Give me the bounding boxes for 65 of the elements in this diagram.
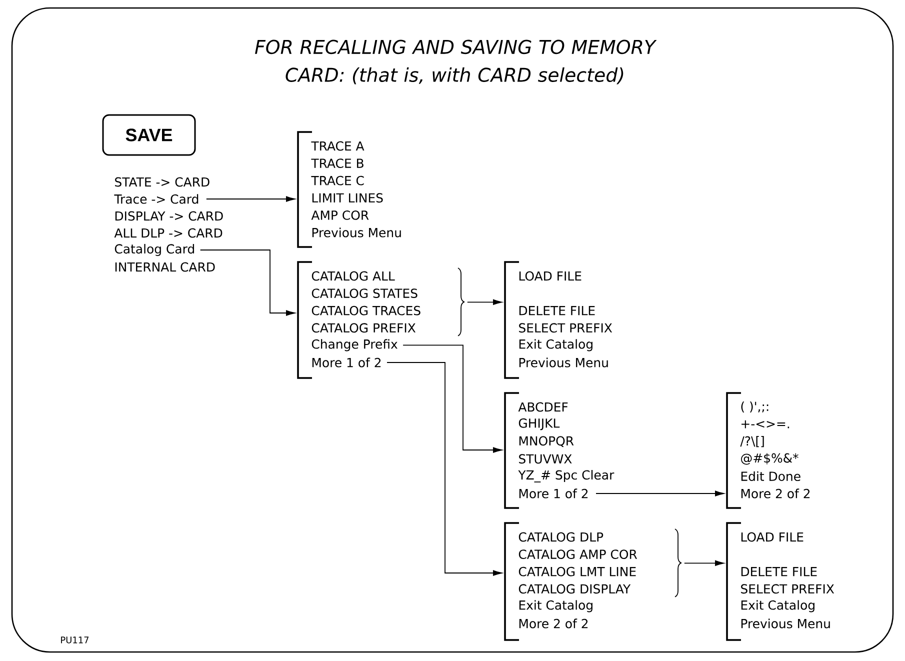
menu-bracket: [504, 261, 519, 379]
menu-item: DELETE FILE: [519, 306, 595, 316]
menu-item: CATALOG TRACES: [312, 306, 420, 316]
key-box: SAVE: [102, 114, 196, 156]
menu-item: CATALOG ALL: [312, 271, 395, 281]
figure-number: PU117: [61, 636, 89, 644]
menu-item: Previous Menu: [519, 358, 608, 368]
menu-item: @#$%&*: [741, 453, 798, 465]
menu-item: Previous Menu: [741, 618, 830, 628]
menu-item: Change Prefix: [312, 339, 398, 352]
menu-item: More 1 of 2: [519, 488, 588, 498]
arrow: [596, 490, 724, 496]
menu-item: STUVWX: [519, 454, 572, 464]
menu-item: CATALOG PREFIX: [312, 323, 416, 333]
menu-item: Exit Catalog: [519, 339, 592, 352]
menu-item: YZ_# Spc Clear: [518, 470, 614, 482]
arrow: [684, 560, 724, 566]
menu-item: MNOPQR: [519, 436, 574, 448]
menu-item: STATE -> CARD: [115, 177, 210, 187]
menu-item: More 2 of 2: [741, 488, 810, 498]
arrow: [402, 344, 502, 453]
menu-item: More 2 of 2: [519, 618, 588, 628]
menu-item: INTERNAL CARD: [115, 262, 215, 272]
menu-item: SELECT PREFIX: [741, 584, 834, 594]
menu-item: Exit Catalog: [519, 600, 592, 612]
menu-item: CATALOG STATES: [312, 288, 418, 298]
menu-item: ( )',;:: [741, 401, 768, 413]
menu-item: +-<>=.: [742, 420, 790, 428]
menu-item: LIMIT LINES: [312, 193, 383, 203]
menu-item: Previous Menu: [312, 228, 401, 238]
menu-item: DISPLAY -> CARD: [115, 211, 223, 221]
arrow: [466, 299, 502, 305]
menu-item: AMP COR: [311, 210, 369, 220]
menu-item: TRACE B: [311, 158, 364, 168]
menu-item: SELECT PREFIX: [519, 323, 612, 333]
menu-bracket: [726, 392, 741, 509]
menu-item: Edit Done: [741, 471, 800, 481]
menu-item: ABCDEF: [518, 402, 568, 412]
menu-item: ALL DLP -> CARD: [114, 228, 222, 238]
menu-item: CATALOG LMT LINE: [518, 566, 636, 576]
arrow: [200, 250, 295, 316]
menu-item: More 1 of 2: [312, 358, 381, 368]
menu-item: Exit Catalog: [741, 600, 814, 612]
menu-item: Trace -> Card: [114, 194, 198, 204]
menu-bracket: [504, 392, 519, 509]
menu-item: CATALOG DLP: [518, 532, 604, 542]
brace: [674, 528, 682, 598]
title: FOR RECALLING AND SAVING TO MEMORY CARD: (that is, with CARD selected): [255, 40, 657, 84]
menu-item: /?\[]: [740, 436, 764, 448]
menu-item: CATALOG DISPLAY: [518, 584, 631, 594]
arrow: [206, 196, 295, 202]
menu-item: CATALOG AMP COR: [518, 550, 638, 559]
menu-item: LOAD FILE: [519, 271, 582, 281]
menu-item: Catalog Card: [114, 244, 194, 256]
menu-item: DELETE FILE: [741, 567, 817, 576]
brace: [458, 268, 464, 336]
menu-bracket: [504, 522, 519, 641]
arrow: [386, 362, 502, 576]
menu-bracket: [297, 131, 312, 248]
menu-item: TRACE A: [311, 141, 364, 151]
menu-item: TRACE C: [311, 176, 364, 186]
menu-bracket: [297, 261, 312, 379]
menu-item: GHIJKL: [518, 418, 560, 430]
menu-bracket: [726, 522, 741, 641]
menu-item: LOAD FILE: [741, 532, 804, 542]
